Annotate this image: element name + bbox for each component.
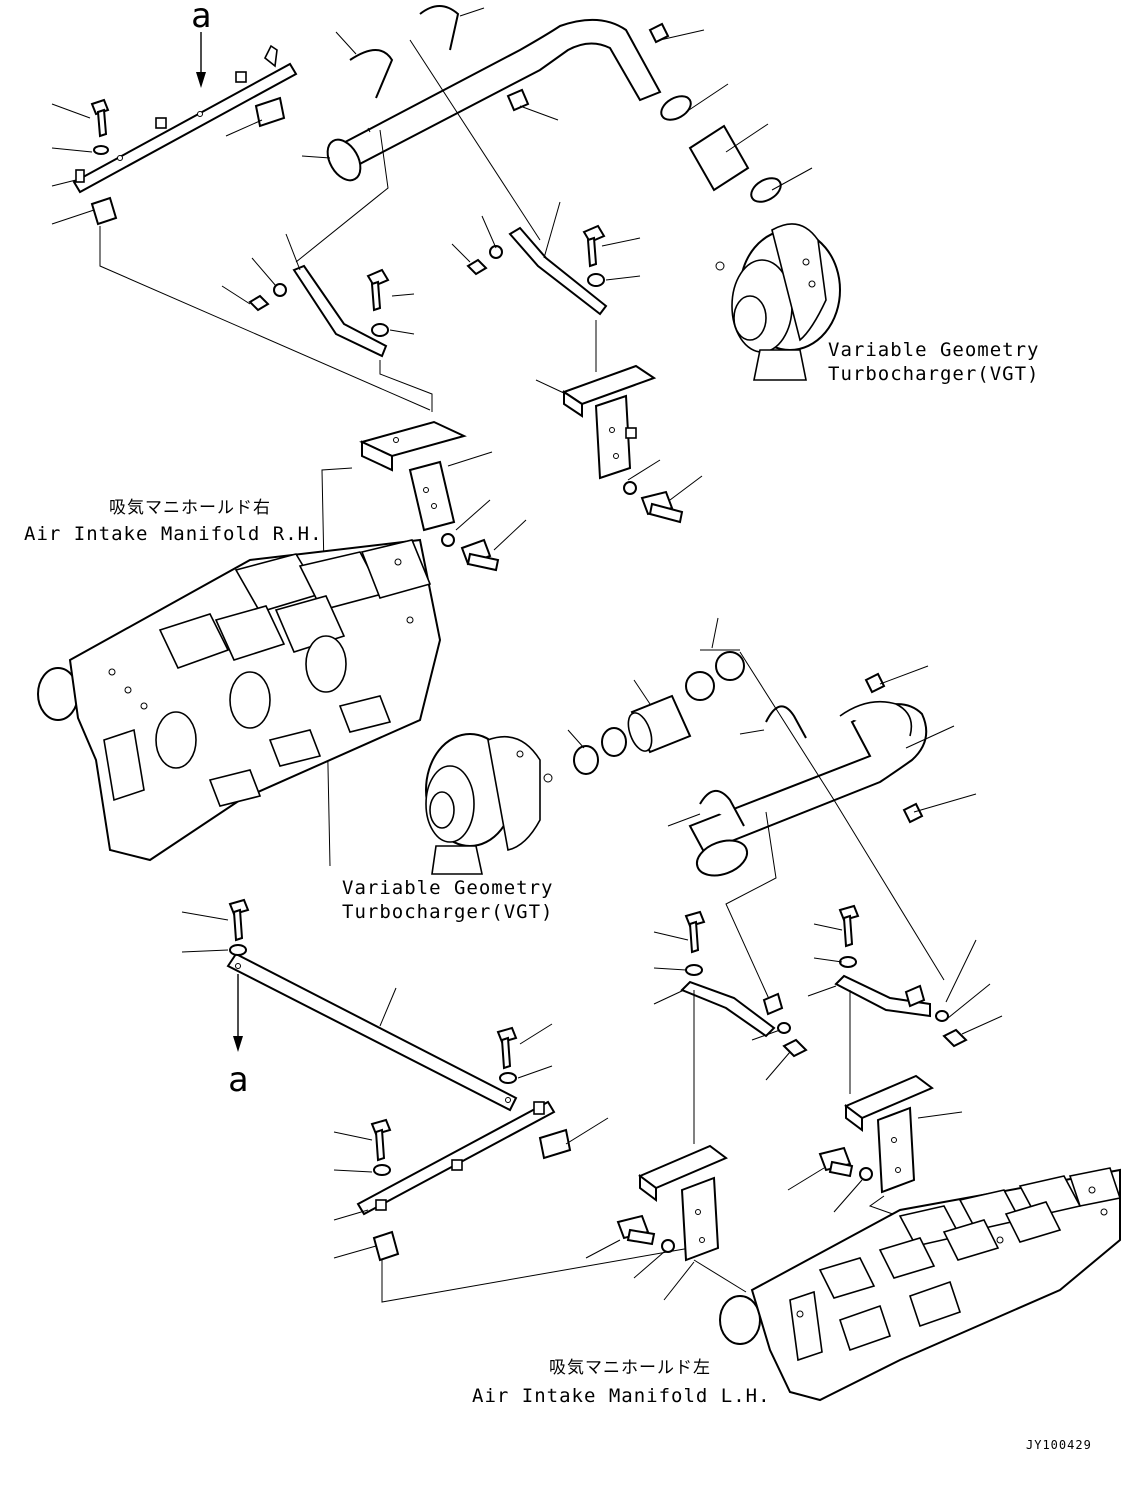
- block-upper-left: [90, 196, 118, 226]
- reference-arrow-bottom: [233, 974, 243, 1052]
- manifold-lh-label-jp: 吸気マニホールド左: [549, 1358, 711, 1378]
- leader-lines-upper-left: [51, 103, 431, 411]
- bolt-washer-mid-2: [623, 481, 684, 524]
- washer-upper-left: [93, 145, 109, 155]
- drawing-code: JY100429: [1026, 1438, 1092, 1452]
- bolt-upper-left: [90, 98, 110, 138]
- exhaust-pipe-upper: [326, 18, 662, 182]
- manifold-rh-label-en: Air Intake Manifold R.H.: [24, 523, 323, 545]
- angle-bracket-3: [844, 1074, 934, 1194]
- intake-manifold-rh: [37, 538, 442, 862]
- u-bolt-lower-1: [765, 705, 807, 739]
- nut-washer-mid-2: [466, 245, 503, 276]
- vgt-mid-label-line1: Variable Geometry: [342, 877, 554, 899]
- bolt-washer-lower-right-2: [818, 1146, 873, 1181]
- lower-rail: [356, 1100, 556, 1216]
- manifold-rh-label-jp: 吸気マニホールド右: [109, 498, 271, 518]
- spacer-block-upper: [254, 96, 286, 128]
- strap-bracket-3: [680, 980, 784, 1038]
- clamp-mid-2: [685, 651, 745, 701]
- strap-bracket-2: [508, 226, 608, 316]
- bolt-washer-mid-1: [441, 533, 500, 572]
- upper-left-plate: [72, 44, 298, 194]
- leader-lines-middle: [567, 617, 740, 749]
- bolt-washer-bottom-1: [228, 898, 250, 956]
- strap-bracket-4: [834, 974, 931, 1018]
- turbocharger-mid: [425, 733, 553, 875]
- u-bolt-lower-2: [699, 790, 745, 827]
- reference-letter-bottom: a: [228, 1060, 249, 1100]
- bolt-mid-1: [366, 268, 390, 337]
- fitting-upper: [506, 22, 670, 112]
- spacer-block-lower: [538, 1128, 572, 1160]
- angle-bracket-1: [359, 420, 467, 532]
- bolt-washer-lower-right: [838, 904, 860, 968]
- bolt-washer-lower-mid: [684, 910, 706, 976]
- manifold-lh-label-en: Air Intake Manifold L.H.: [472, 1385, 771, 1407]
- bolt-washer-bottom-3: [370, 1118, 392, 1176]
- block-lower-left: [372, 1230, 400, 1262]
- sleeve-upper: [688, 124, 750, 192]
- bolt-mid-2: [582, 224, 606, 287]
- clamp-mid-1: [573, 727, 627, 775]
- nut-washer-mid-1: [248, 283, 287, 312]
- angle-bracket-2: [561, 364, 657, 480]
- turbocharger-upper: [715, 223, 841, 381]
- reference-letter-top: a: [191, 0, 212, 36]
- nut-washer-lower-right: [935, 1010, 968, 1048]
- u-bolt-upper-1: [349, 49, 394, 99]
- long-strap: [226, 952, 518, 1112]
- u-bolt-upper-2: [419, 5, 460, 51]
- leader-lines-lower-pipe: [667, 651, 977, 1011]
- bolt-washer-bottom-2: [496, 1026, 518, 1084]
- vgt-upper-label-line2: Turbocharger(VGT): [828, 363, 1040, 385]
- angle-bracket-4: [638, 1144, 728, 1262]
- nut-washer-lower-mid: [777, 1022, 808, 1058]
- vgt-upper-label-line1: Variable Geometry: [828, 339, 1040, 361]
- strap-bracket-1: [292, 264, 388, 358]
- fitting-lower: [864, 672, 924, 824]
- bolt-washer-lower-mid-2: [616, 1214, 675, 1253]
- reference-arrow-top: [196, 32, 206, 88]
- vgt-mid-label-line2: Turbocharger(VGT): [342, 901, 554, 923]
- exhaust-pipe-lower: [688, 700, 928, 877]
- leader-lines-bottom-right: [585, 923, 1003, 1301]
- clamp-upper: [660, 95, 782, 203]
- intake-manifold-lh: [719, 1167, 1122, 1402]
- leader-lines-bottom-left: [181, 911, 691, 1303]
- leader-lines-upper-center: [295, 7, 813, 263]
- sleeve-mid: [627, 694, 692, 754]
